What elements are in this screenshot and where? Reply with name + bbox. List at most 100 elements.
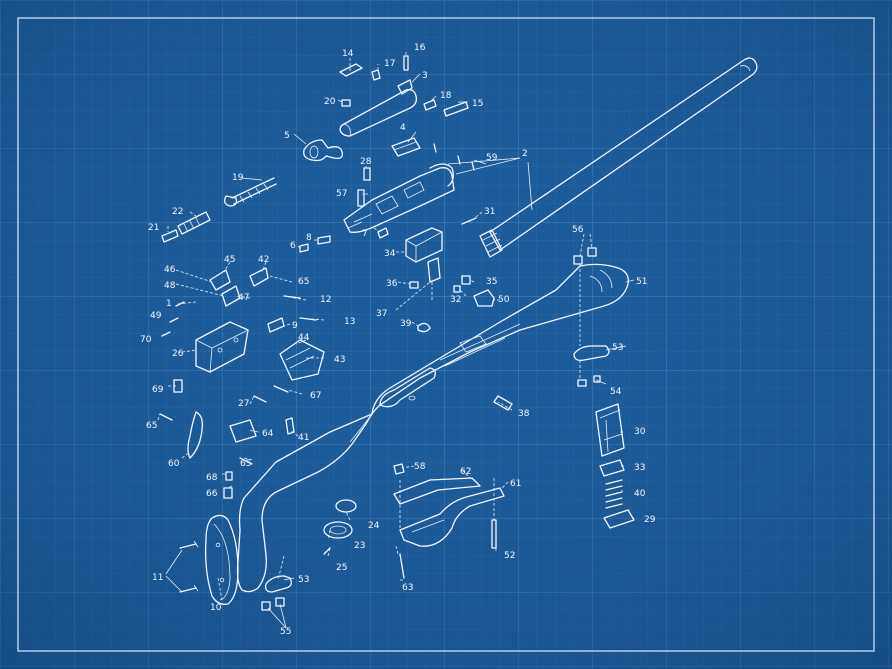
callout-63: 63 — [402, 583, 413, 593]
callout-1: 1 — [166, 299, 172, 309]
callout-61: 61 — [510, 479, 521, 489]
part-38 — [493, 395, 513, 411]
callout-59: 59 — [486, 153, 498, 163]
callout-58: 58 — [414, 462, 426, 472]
callout-7: 7 — [362, 229, 368, 239]
callout-labels: 14 16 17 3 20 18 15 4 5 2 59 28 19 57 22… — [140, 43, 656, 637]
callout-24: 24 — [368, 521, 380, 531]
callout-66: 66 — [206, 489, 218, 499]
callout-64: 64 — [262, 429, 274, 439]
callout-33: 33 — [634, 463, 645, 473]
part-36 — [409, 281, 419, 289]
callout-34: 34 — [384, 249, 396, 259]
callout-57: 57 — [336, 189, 347, 199]
callout-41: 41 — [298, 433, 309, 443]
callout-29: 29 — [644, 515, 656, 525]
callout-65-top: 65 — [298, 277, 309, 287]
part-58 — [393, 463, 405, 475]
callout-44: 44 — [298, 333, 310, 343]
swivel-53b — [264, 575, 292, 593]
butt-plate-part — [204, 514, 239, 605]
callout-70: 70 — [140, 335, 152, 345]
part-20 — [341, 99, 351, 107]
callout-21: 21 — [148, 223, 159, 233]
trigger-60 — [187, 411, 204, 459]
receiver-part — [343, 163, 455, 233]
callout-37: 37 — [376, 309, 387, 319]
part-57 — [357, 189, 365, 207]
callout-40: 40 — [634, 489, 646, 499]
spring-40 — [605, 479, 623, 509]
trigger-guard-61 — [399, 487, 505, 547]
callout-60: 60 — [168, 459, 180, 469]
callout-18: 18 — [440, 91, 452, 101]
callout-19: 19 — [232, 173, 244, 183]
callout-11: 11 — [152, 573, 163, 583]
callout-15: 15 — [472, 99, 483, 109]
part-34 — [405, 227, 443, 283]
callout-17: 17 — [384, 59, 395, 69]
callout-69: 69 — [152, 385, 164, 395]
part-7 — [377, 227, 389, 239]
part-29 — [603, 509, 635, 529]
callout-36: 36 — [386, 279, 398, 289]
firing-pin-part — [224, 177, 277, 207]
callout-35: 35 — [486, 277, 497, 287]
part-35 — [461, 275, 471, 285]
magazine-30 — [595, 403, 625, 457]
callout-54: 54 — [610, 387, 622, 397]
callout-2: 2 — [522, 149, 528, 159]
part-32-50 — [453, 285, 495, 307]
trigger-housing-26 — [195, 321, 249, 373]
part-62 — [393, 477, 481, 505]
callout-38: 38 — [518, 409, 530, 419]
part-68-66 — [223, 471, 233, 499]
callout-23: 23 — [354, 541, 365, 551]
callout-46: 46 — [164, 265, 176, 275]
callout-12: 12 — [320, 295, 331, 305]
callout-32: 32 — [450, 295, 461, 305]
callout-31: 31 — [484, 207, 495, 217]
part-64 — [229, 419, 257, 443]
callout-52: 52 — [504, 551, 515, 561]
callout-42: 42 — [258, 255, 269, 265]
part-24 — [335, 499, 357, 513]
blueprint-frame — [17, 17, 875, 652]
callout-27: 27 — [238, 399, 249, 409]
part-4 — [391, 137, 421, 157]
callout-28: 28 — [360, 157, 372, 167]
part-6 — [299, 243, 309, 253]
callout-3: 3 — [422, 71, 428, 81]
callout-65-low: 65 — [240, 459, 251, 469]
callout-62: 62 — [460, 467, 471, 477]
part-45-46-48 — [209, 267, 269, 307]
pin-21 — [161, 229, 179, 243]
callout-48: 48 — [164, 281, 176, 291]
callout-22: 22 — [172, 207, 183, 217]
part-28 — [363, 167, 371, 181]
callout-13: 13 — [344, 317, 355, 327]
part-41 — [285, 417, 295, 435]
callout-30: 30 — [634, 427, 646, 437]
part-27-67 — [253, 385, 289, 403]
callout-67: 67 — [310, 391, 321, 401]
callout-39: 39 — [400, 319, 412, 329]
callout-43: 43 — [334, 355, 345, 365]
callout-5: 5 — [284, 131, 290, 141]
callout-51: 51 — [636, 277, 647, 287]
callout-25: 25 — [336, 563, 347, 573]
bolt-body-part — [339, 79, 418, 137]
callout-20: 20 — [324, 97, 336, 107]
buttplate-screws-part — [179, 540, 199, 593]
callout-47: 47 — [238, 293, 249, 303]
part-17 — [371, 69, 381, 81]
callout-10: 10 — [210, 603, 222, 613]
callout-4: 4 — [400, 123, 406, 133]
part-8 — [317, 235, 331, 245]
callout-16: 16 — [414, 43, 426, 53]
part-56 — [573, 247, 597, 265]
bolt-sleeve-part — [177, 211, 211, 235]
stock-part — [236, 263, 629, 593]
callout-6: 6 — [290, 241, 296, 251]
